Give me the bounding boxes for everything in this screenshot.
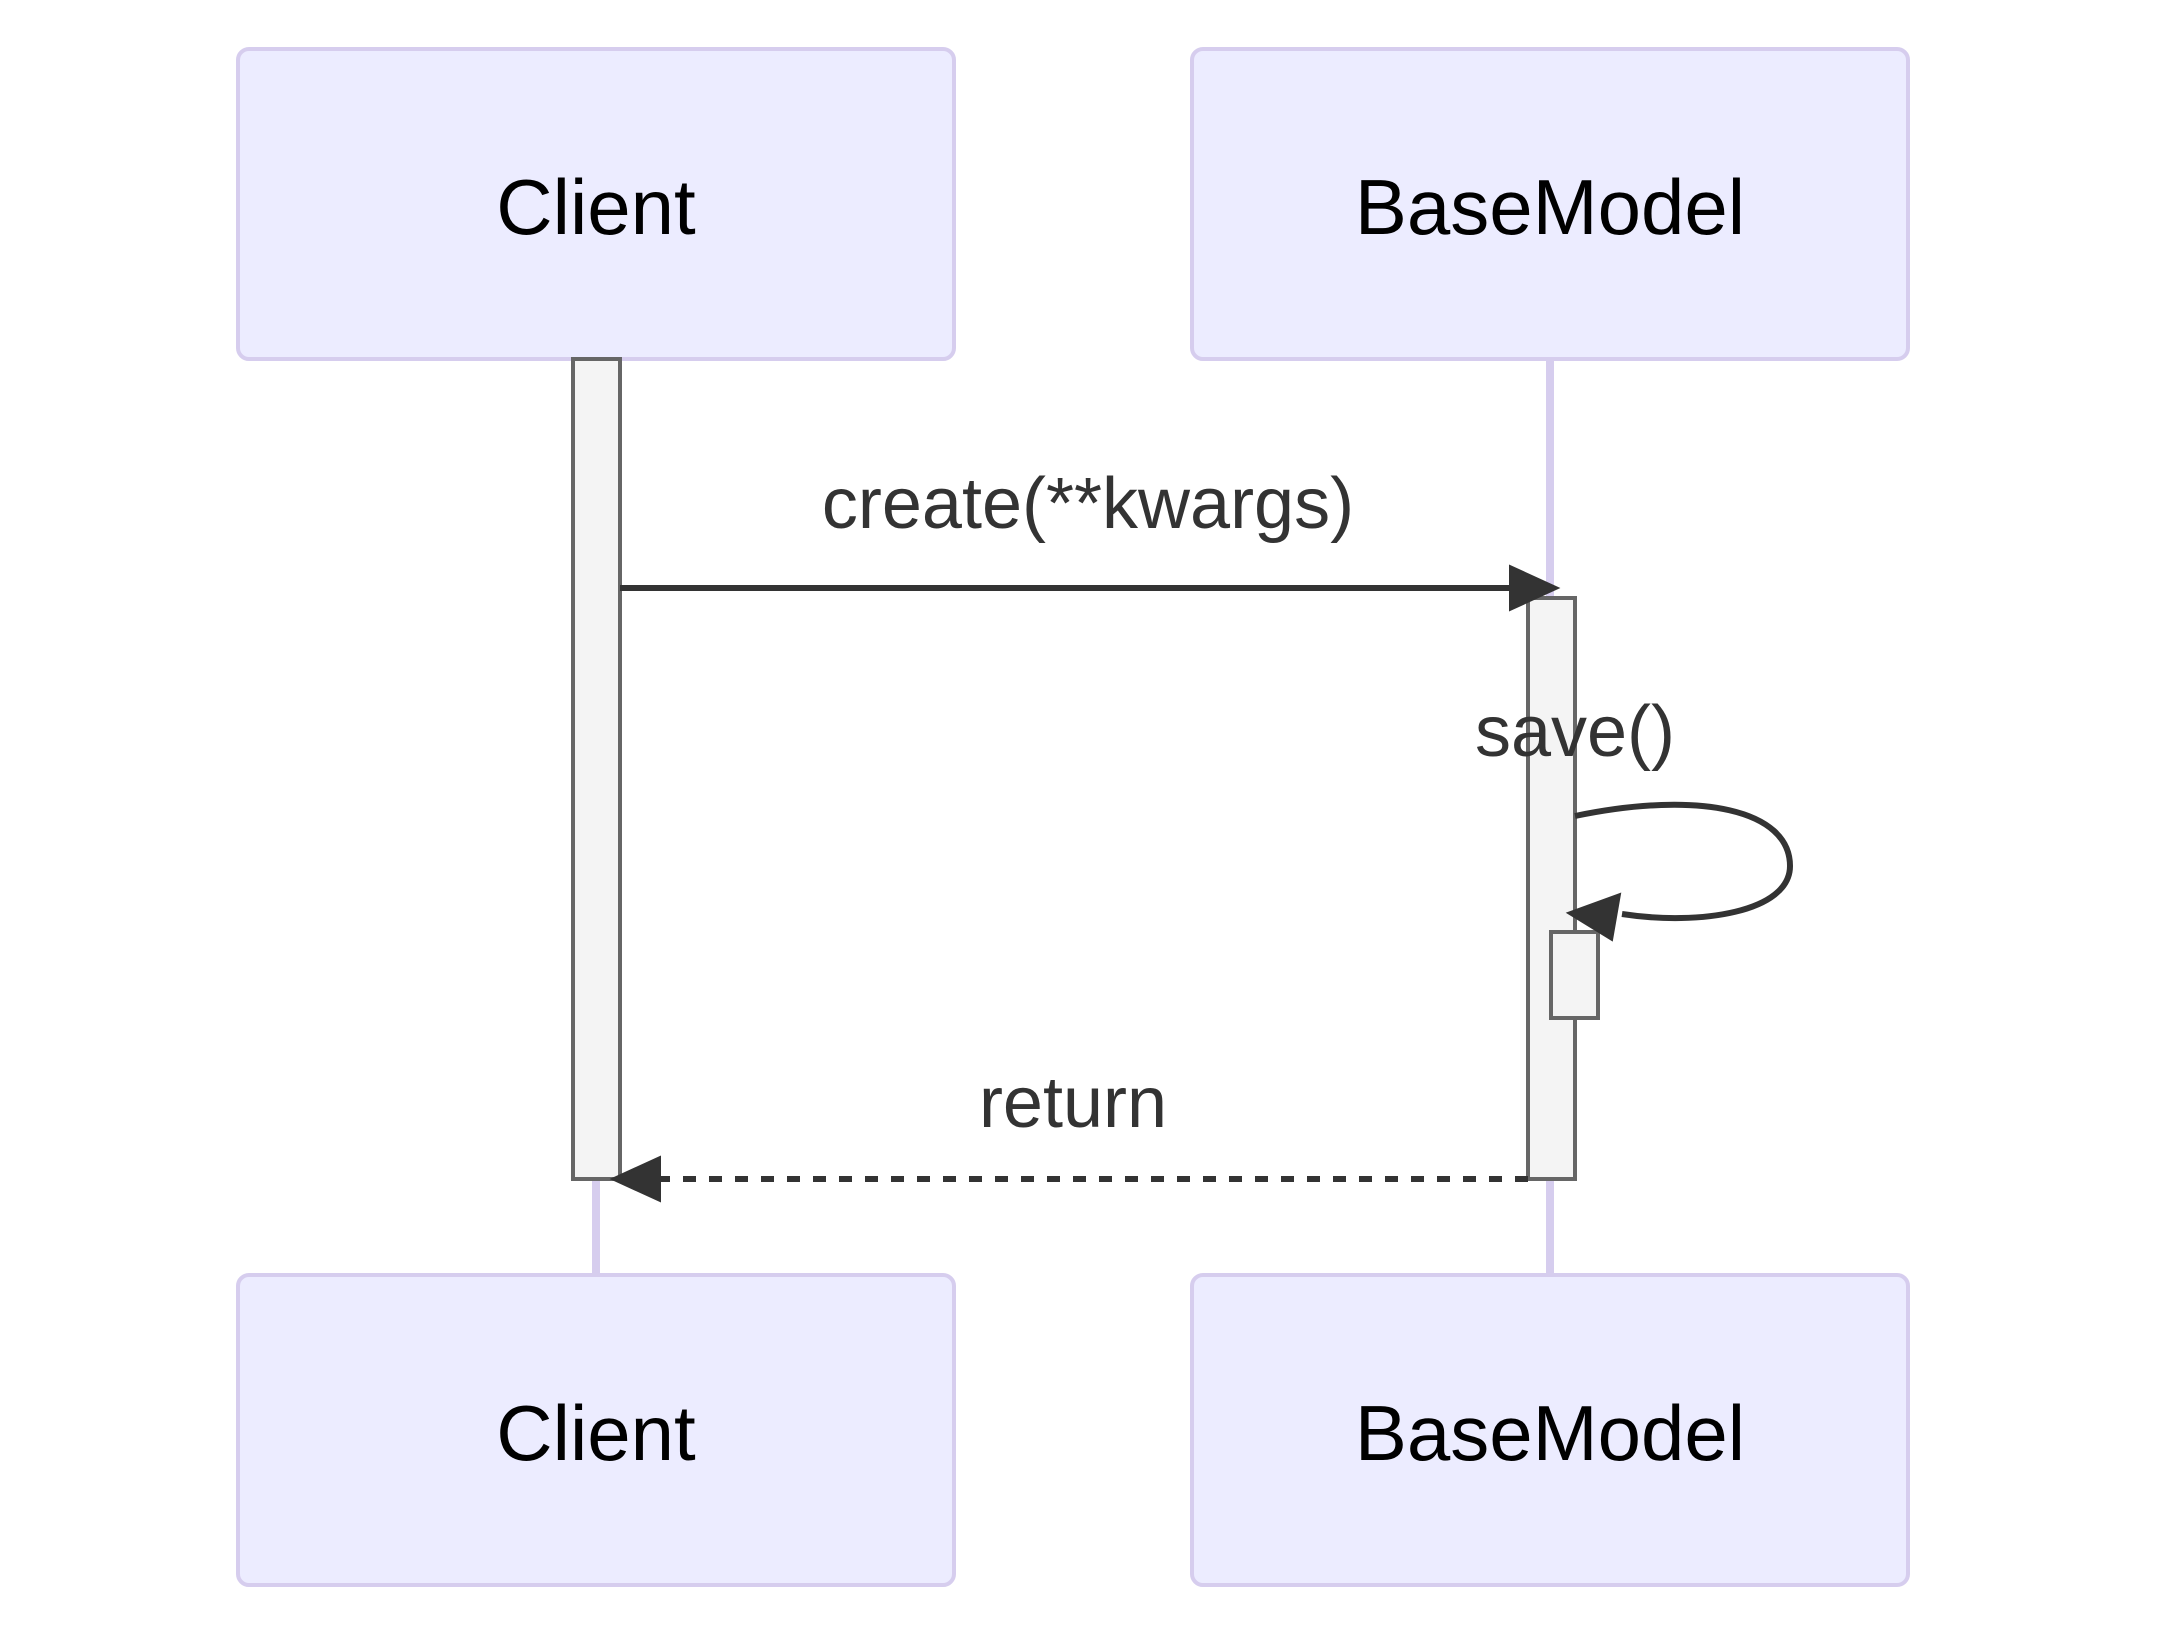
arrowhead-icon — [1509, 564, 1561, 612]
actor-box — [236, 1273, 956, 1587]
arrowhead-icon — [609, 1155, 661, 1203]
actor-basemodel-top[interactable]: BaseModel — [1190, 47, 1910, 361]
arrowhead-icon — [1565, 892, 1622, 942]
actor-client-top[interactable]: Client — [236, 47, 956, 361]
actor-label: BaseModel — [1355, 1389, 1745, 1477]
actor-label: Client — [496, 1389, 696, 1477]
message-create: create(**kwargs) — [620, 464, 1561, 612]
actor-label: Client — [496, 163, 696, 251]
message-self-loop — [1574, 801, 1794, 922]
actor-basemodel-bottom[interactable]: BaseModel — [1190, 1273, 1910, 1587]
actor-box — [1190, 1273, 1910, 1587]
actor-box — [1190, 47, 1910, 361]
actor-label: BaseModel — [1355, 163, 1745, 251]
actor-client-bottom[interactable]: Client — [236, 1273, 956, 1587]
message-label-save: save() — [1475, 692, 1675, 772]
activation-client — [571, 357, 622, 1181]
message-return: return — [609, 1063, 1528, 1203]
message-save: save() — [1475, 692, 1794, 942]
message-label-return: return — [979, 1063, 1167, 1143]
message-label-create: create(**kwargs) — [822, 464, 1354, 544]
activation-basemodel — [1526, 596, 1577, 1181]
activation-basemodel-nested — [1549, 930, 1600, 1020]
